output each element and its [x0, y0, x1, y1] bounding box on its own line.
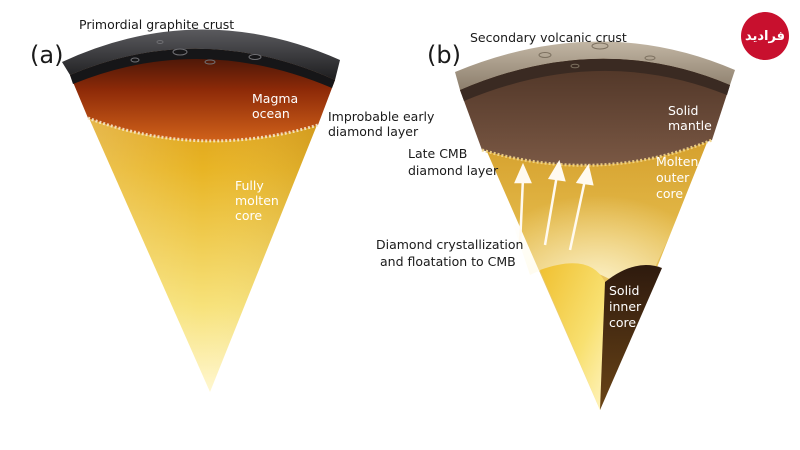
panel-b-cmb-diamond-layer: [481, 138, 713, 167]
fully-molten-core-label-line1: Fully: [235, 178, 264, 193]
publisher-logo-text: فرادید: [744, 28, 786, 44]
late-cmb-label-line2: diamond layer: [408, 163, 499, 178]
solid-inner-core-label-line1: Solid: [609, 283, 639, 298]
panel-a-diamond-layer: [87, 116, 319, 143]
solid-mantle-label-line1: Solid: [668, 103, 698, 118]
panel-a-craters: [130, 40, 262, 65]
molten-outer-core-label-line1: Molten: [656, 154, 698, 169]
secondary-crust-label: Secondary volcanic crust: [470, 30, 627, 45]
panel-b-floatation-arrows: [514, 159, 594, 251]
diamond-floatation-label-line1: Diamond crystallization: [376, 237, 523, 252]
panel-b-solid-mantle: [460, 58, 730, 166]
early-diamond-label-line2: diamond layer: [328, 124, 419, 139]
panel-b-volcanic-crust: [455, 41, 735, 90]
panel-a-letter: (a): [30, 41, 63, 69]
fully-molten-core-label-line3: core: [235, 208, 262, 223]
early-diamond-label-line1: Improbable early: [328, 109, 435, 124]
solid-inner-core-label-line2: inner: [609, 299, 642, 314]
panel-a-graphite-crust: [62, 29, 340, 80]
panel-b-inner-core: [540, 263, 605, 410]
primordial-crust-label: Primordial graphite crust: [79, 17, 234, 32]
panel-b-inner-core-dark: [600, 265, 662, 410]
magma-ocean-label-line2: ocean: [252, 106, 290, 121]
fully-molten-core-label-line2: molten: [235, 193, 279, 208]
panel-b-craters: [538, 42, 656, 69]
panel-b-crust-face: [460, 58, 730, 101]
molten-outer-core-label-line3: core: [656, 186, 683, 201]
panel-b-core-glow: [495, 150, 700, 300]
diamond-floatation-label-line2: and floatation to CMB: [380, 254, 516, 269]
magma-ocean-label-line1: Magma: [252, 91, 298, 106]
molten-outer-core-label-line2: outer: [656, 170, 690, 185]
panel-a: (a) Primordial graphite crust Magma ocea…: [30, 17, 435, 393]
publisher-logo[interactable]: فرادید: [741, 12, 789, 60]
panel-a-magma-ocean: [70, 48, 335, 141]
solid-mantle-label-line2: mantle: [668, 118, 712, 133]
panel-b-letter: (b): [427, 41, 461, 69]
panel-b: (b) Secondary volcanic crust Solid mantl…: [376, 30, 735, 411]
solid-inner-core-label-line3: core: [609, 315, 636, 330]
late-cmb-label-line1: Late CMB: [408, 146, 467, 161]
